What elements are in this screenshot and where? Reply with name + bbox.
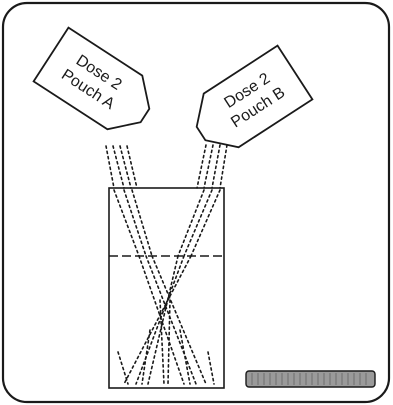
- pouch-a-outline: [32, 26, 151, 131]
- pouch-a: Dose 2 Pouch A: [32, 26, 151, 131]
- powder-stream-a: [105, 145, 207, 385]
- powder-stream-b: [123, 144, 228, 385]
- pouch-b: Dose 2 Pouch B: [195, 44, 314, 149]
- gray-fill-bar: [245, 370, 376, 388]
- gray-bar-hatching: [251, 373, 367, 385]
- mixing-container: [108, 187, 225, 389]
- settled-powder: [117, 299, 215, 385]
- pouch-b-outline: [195, 44, 314, 149]
